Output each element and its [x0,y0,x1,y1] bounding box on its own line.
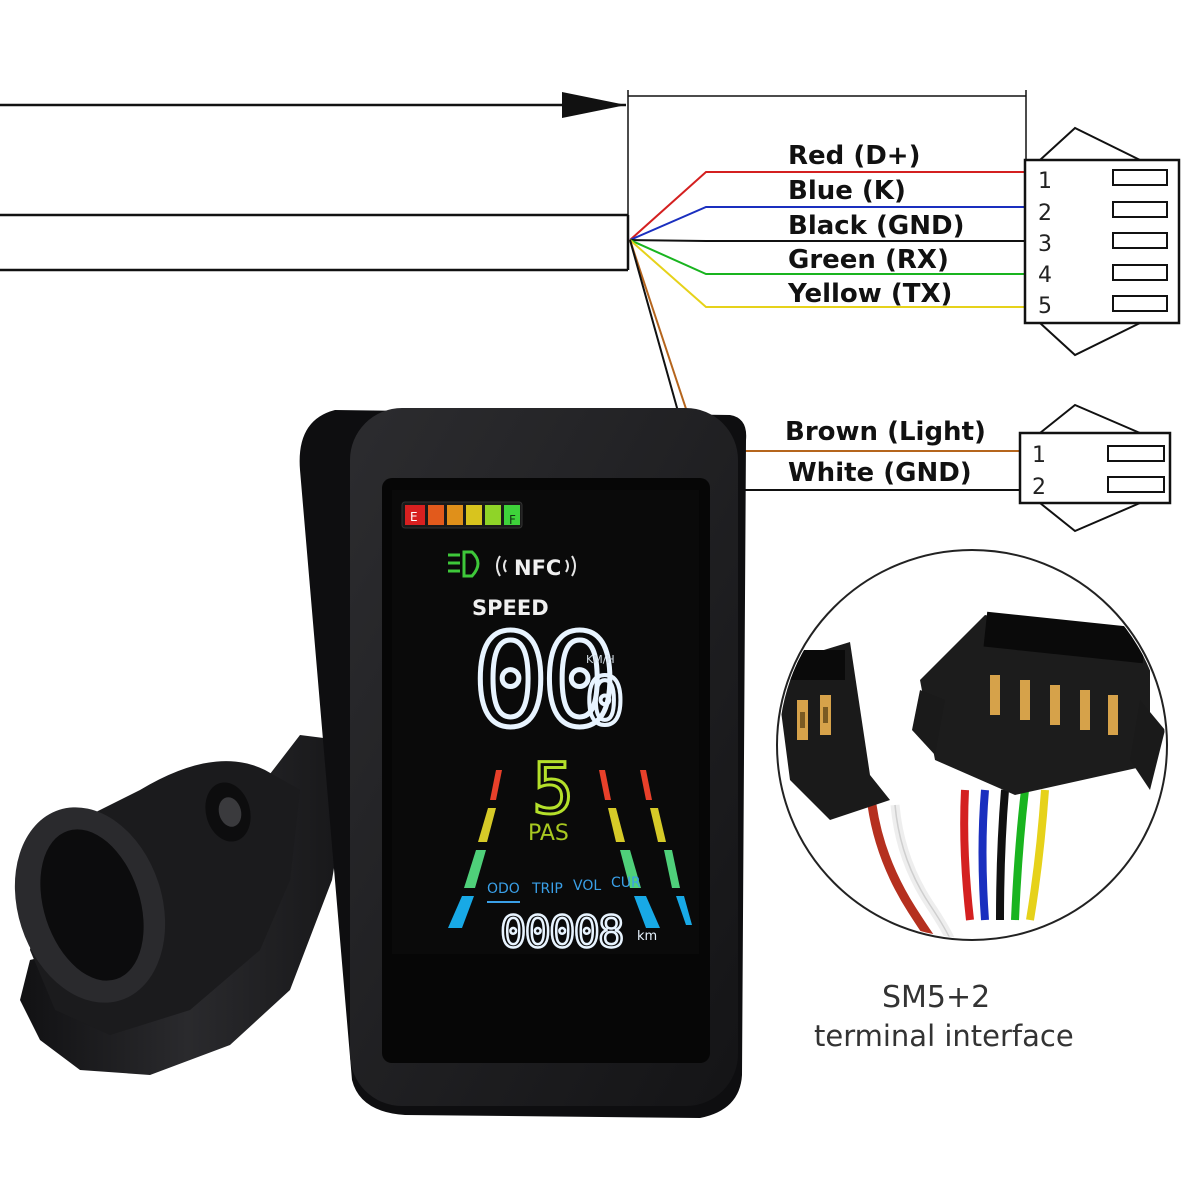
pas-level: 5 [532,748,574,830]
pin-4: 4 [1038,263,1052,288]
label-white: White (GND) [788,458,972,488]
pin-1: 1 [1038,169,1052,194]
wire-green [629,239,1025,275]
pin-2: 2 [1038,201,1052,226]
cable-outline [0,90,1027,272]
wire-blue [629,206,1025,241]
wire-red [629,171,1025,241]
speed-decimal: 0 [585,663,625,740]
odometer-unit: km [637,929,657,944]
caption-model: SM5+2 [882,980,990,1015]
pas-label: PAS [528,821,569,846]
tab-cur: CUR [611,875,641,891]
caption-description: terminal interface [814,1019,1074,1053]
nfc-wave-icon [496,555,576,577]
label-green: Green (RX) [788,245,949,275]
label-yellow: Yellow (TX) [787,279,952,309]
handlebar-bracket [14,735,355,1075]
odometer-value: 00008 [500,907,622,958]
label-black: Black (GND) [788,211,964,241]
tab-trip: TRIP [531,881,563,897]
lcd-screen [392,490,699,954]
speed-label: SPEED [472,596,549,620]
wire-yellow [629,239,1025,308]
pin-2pin-2: 2 [1032,475,1046,500]
pin-5: 5 [1038,294,1052,319]
tab-vol: VOL [573,878,601,894]
pin-2pin-1: 1 [1032,443,1046,468]
speed-unit: KM/H [586,653,615,666]
battery-empty-label: E [410,510,418,524]
battery-gauge-icon: E F [401,501,523,529]
connector-5pin: 1 2 3 4 5 [1023,126,1181,357]
label-red: Red (D+) [788,141,920,171]
label-brown: Brown (Light) [785,417,986,447]
pin-3: 3 [1038,232,1052,257]
battery-full-label: F [509,513,516,527]
wire-black [629,239,1025,242]
lcd-content: E F NFC SPEED 00 0 KM/H [401,501,692,959]
label-blue: Blue (K) [788,176,906,206]
connector-2pin: 1 2 [1018,403,1172,533]
wires-5pin [629,171,1025,308]
connector-closeup [776,549,1168,941]
pas-bars [448,770,692,928]
headlight-icon [448,550,480,578]
tab-odo: ODO [487,881,520,897]
nfc-label: NFC [514,556,561,580]
speed-int: 00 [472,607,610,756]
display-unit [299,408,747,1118]
